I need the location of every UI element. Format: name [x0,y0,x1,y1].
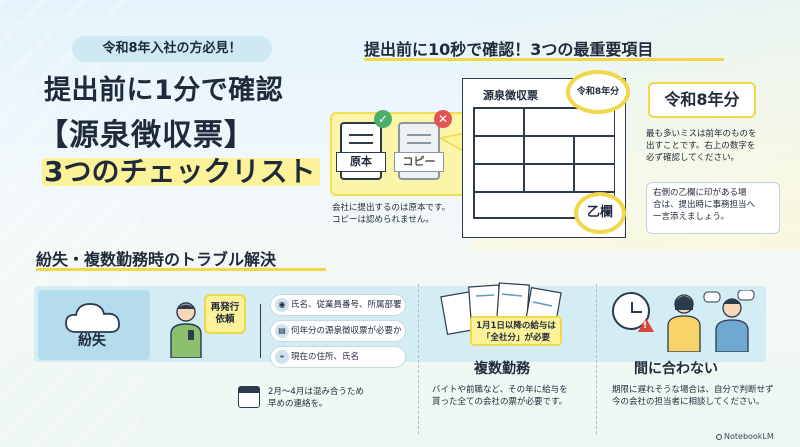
late-label: 間に合わない [634,361,718,377]
copy-label: コピー [394,152,444,172]
multi-job-description: バイトや前職など、その年に給与を 貰った全ての会社の票が必要です。 [432,385,568,407]
audience-badge: 令和8年入社の方必見！ [72,36,272,62]
notebooklm-logo-icon [716,434,722,440]
location-icon: ⌖ [275,350,289,364]
original-note: 会社に提出するのは原本です。 コピーは認められません。 [332,203,451,225]
heading-underline [364,58,724,61]
person-phone-icon [170,302,202,358]
heading-underline [36,268,326,271]
person-icon: ◉ [275,298,289,312]
title-highlight [42,158,320,186]
requirement-item: ▤ 何年分の源泉徴収票が必要か [270,320,406,342]
lost-label: 紛失 [78,333,106,349]
era-callout: 令和8年分 [648,82,756,118]
section-divider [596,284,597,434]
requirement-item: ◉ 氏名、従業員番号、所属部署 [270,294,406,316]
requirements-connector [260,304,270,358]
original-label: 原本 [336,152,386,172]
late-description: 期限に遅れそうな場合は、自分で判断せず 今の会社の担当者に相談してください。 [612,385,774,407]
otsu-description: 右側の乙欄に印がある場 合は、提出時に事務担当へ 一言添えましょう。 [646,182,780,234]
title-line-3: 3つのチェックリスト [44,155,316,188]
requirement-item: ⌖ 現在の住所、氏名 [270,346,406,368]
calendar-note: 2月〜4月は混み合うため 早めの連絡を。 [268,387,364,409]
reissue-request-badge: 再発行 依頼 [204,294,246,334]
check-section-heading: 提出前に10秒で確認！3つの最重要項目 [364,40,654,59]
section-divider [418,284,419,434]
title-line-2: 【源泉徴収票】 [38,118,255,153]
era-highlight-circle: 令和8年分 [566,70,630,114]
cross-icon: ✕ [434,110,452,128]
all-companies-badge: 1月1日以降の給与は 「全社分」が必要 [470,316,562,346]
warning-mark: ! [643,321,648,331]
brand-label: NotebookLM [724,432,774,441]
cloud-icon [65,303,120,333]
calendar-icon [238,386,260,408]
document-icon: ▤ [275,324,289,338]
consultation-people-icon [667,290,755,352]
otsu-highlight-circle: 乙欄 [574,192,626,234]
title-line-1: 提出前に1分で確認 [44,75,284,106]
warning-icon [638,318,654,332]
multi-job-label: 複数勤務 [474,361,530,377]
trouble-section-heading: 紛失・複数勤務時のトラブル解決 [36,250,277,269]
era-description: 最も多いミスは前年のものを 出すことです。右上の数字を 必ず確認してください。 [646,129,757,163]
check-icon: ✓ [374,110,392,128]
background-pattern [0,0,140,447]
